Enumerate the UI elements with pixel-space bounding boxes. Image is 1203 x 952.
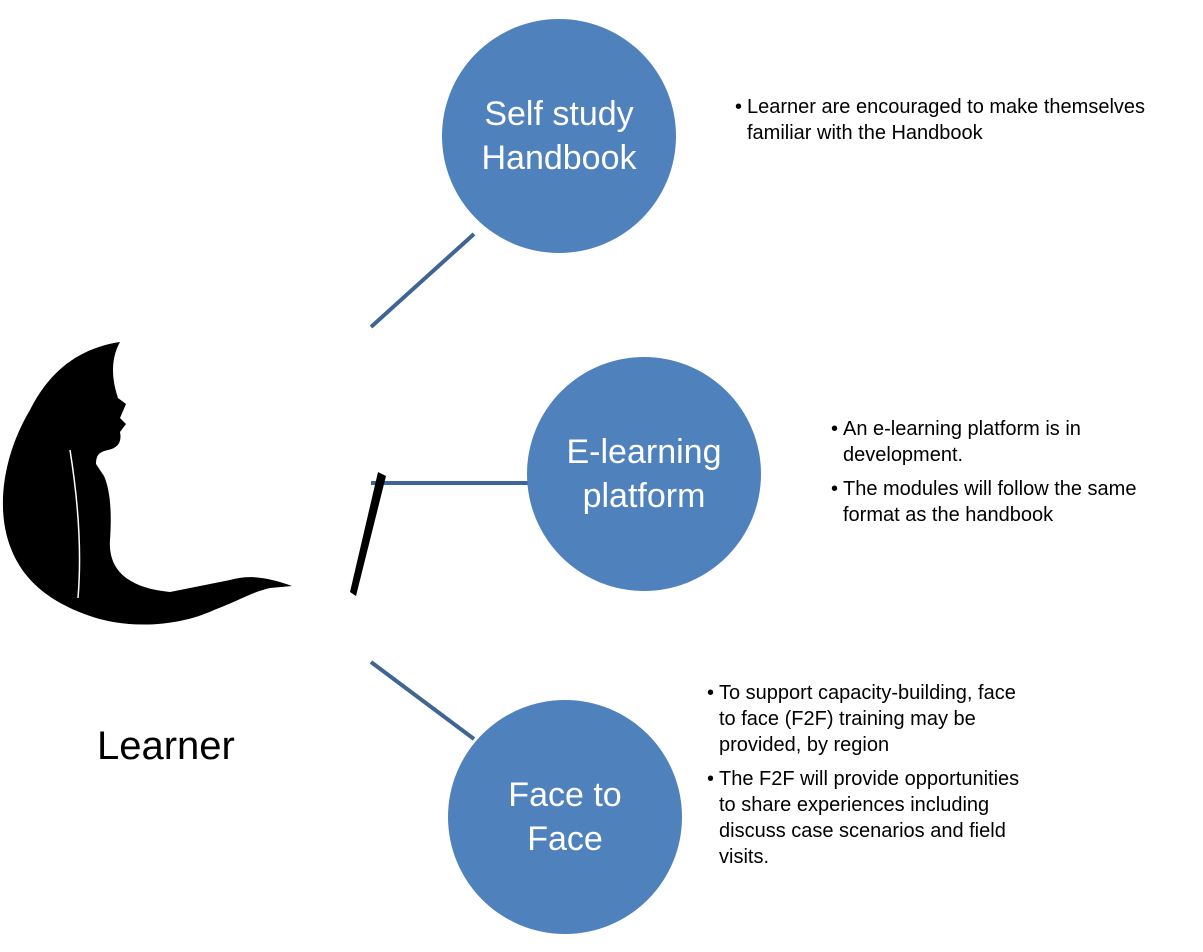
elearning-node: E-learning platform [527,357,761,591]
self-study-title-line1: Self study [484,95,634,133]
connector-face-to-face [369,660,476,741]
bullet-text: The F2F will provide opportunities to sh… [719,768,1020,868]
bullet-dot: • [707,768,715,790]
face-to-face-title-line1: Face to [508,776,622,814]
silhouette-body [2,342,293,625]
bullet-text: Learner are encouraged to make themselve… [747,96,1146,144]
bullet-dot: • [735,96,743,118]
bullet-text: An e-learning platform is in development… [843,418,1081,466]
bullet-item: • An e-learning platform is in developme… [831,416,1196,468]
connector-self-study [369,232,476,329]
silhouette-monitor-rim [350,472,386,596]
face-to-face-title-line2: Face [527,820,603,858]
self-study-title-line2: Handbook [481,139,637,177]
learner-label: Learner [97,724,235,768]
bullet-item: • The modules will follow the same forma… [831,476,1196,528]
bullet-item: • Learner are encouraged to make themsel… [735,94,1155,146]
silhouette-back-edge [69,449,81,599]
bullet-item: • The F2F will provide opportunities to … [707,766,1037,870]
bullet-item: • To support capacity-building, face to … [707,680,1037,758]
face-to-face-bullets: • To support capacity-building, face to … [707,680,1037,878]
bullet-dot: • [831,418,839,440]
self-study-bullets: • Learner are encouraged to make themsel… [735,94,1155,154]
bullet-dot: • [707,682,715,704]
elearning-bullets: • An e-learning platform is in developme… [831,416,1196,536]
bullet-text: To support capacity-building, face to fa… [719,682,1016,756]
learner-silhouette-image [2,342,386,625]
elearning-title-line2: platform [582,477,706,515]
bullet-text: The modules will follow the same format … [843,478,1137,526]
bullet-dot: • [831,478,839,500]
elearning-title-line1: E-learning [566,433,722,471]
face-to-face-node: Face to Face [448,700,682,934]
self-study-node: Self study Handbook [442,19,676,253]
